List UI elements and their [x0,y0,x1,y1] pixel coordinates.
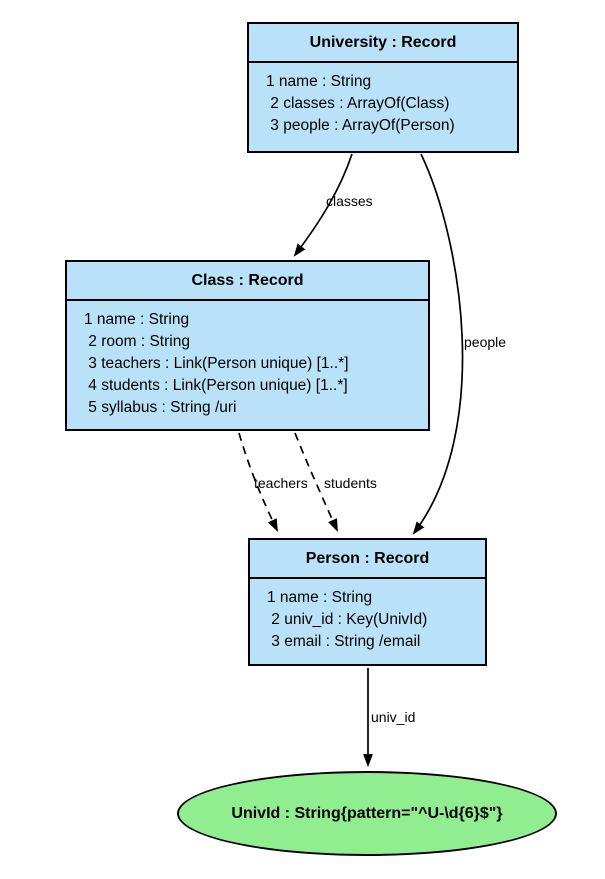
field-person-name: 1 name : String [267,589,373,606]
field-person-univ-id: 2 univ_id : Key(UnivId) [267,611,428,628]
edge-label-students: students [324,475,377,491]
node-class: Class : Record 1 name : String 2 room : … [65,260,430,431]
edge-label-univ-id: univ_id [371,709,416,725]
node-person-fields: 1 name : String 2 univ_id : Key(UnivId) … [250,579,485,653]
node-university-title: University : Record [249,24,517,63]
edge-label-teachers: teachers [254,475,308,491]
edge-label-classes: classes [326,193,373,209]
field-person-email: 3 email : String /email [267,633,421,650]
field-class-students: 4 students : Link(Person unique) [1..*] [84,377,348,394]
node-univid-label: UnivId : String{pattern="^U-\d{6}$"} [231,804,503,822]
field-university-people: 3 people : ArrayOf(Person) [266,117,455,134]
field-class-room: 2 room : String [84,333,190,350]
field-class-name: 1 name : String [84,311,190,328]
node-class-fields: 1 name : String 2 room : String 3 teache… [67,301,428,419]
node-university-fields: 1 name : String 2 classes : ArrayOf(Clas… [249,63,517,137]
field-university-classes: 2 classes : ArrayOf(Class) [266,95,450,112]
node-person-title: Person : Record [250,540,485,579]
field-class-teachers: 3 teachers : Link(Person unique) [1..*] [84,355,349,372]
node-class-title: Class : Record [67,262,428,301]
node-person: Person : Record 1 name : String 2 univ_i… [248,538,487,666]
node-univid-ellipse: UnivId : String{pattern="^U-\d{6}$"} [177,771,557,856]
edge-label-people: people [464,334,507,350]
field-university-name: 1 name : String [266,73,372,90]
field-class-syllabus: 5 syllabus : String /uri [84,399,237,416]
node-university: University : Record 1 name : String 2 cl… [247,22,519,153]
